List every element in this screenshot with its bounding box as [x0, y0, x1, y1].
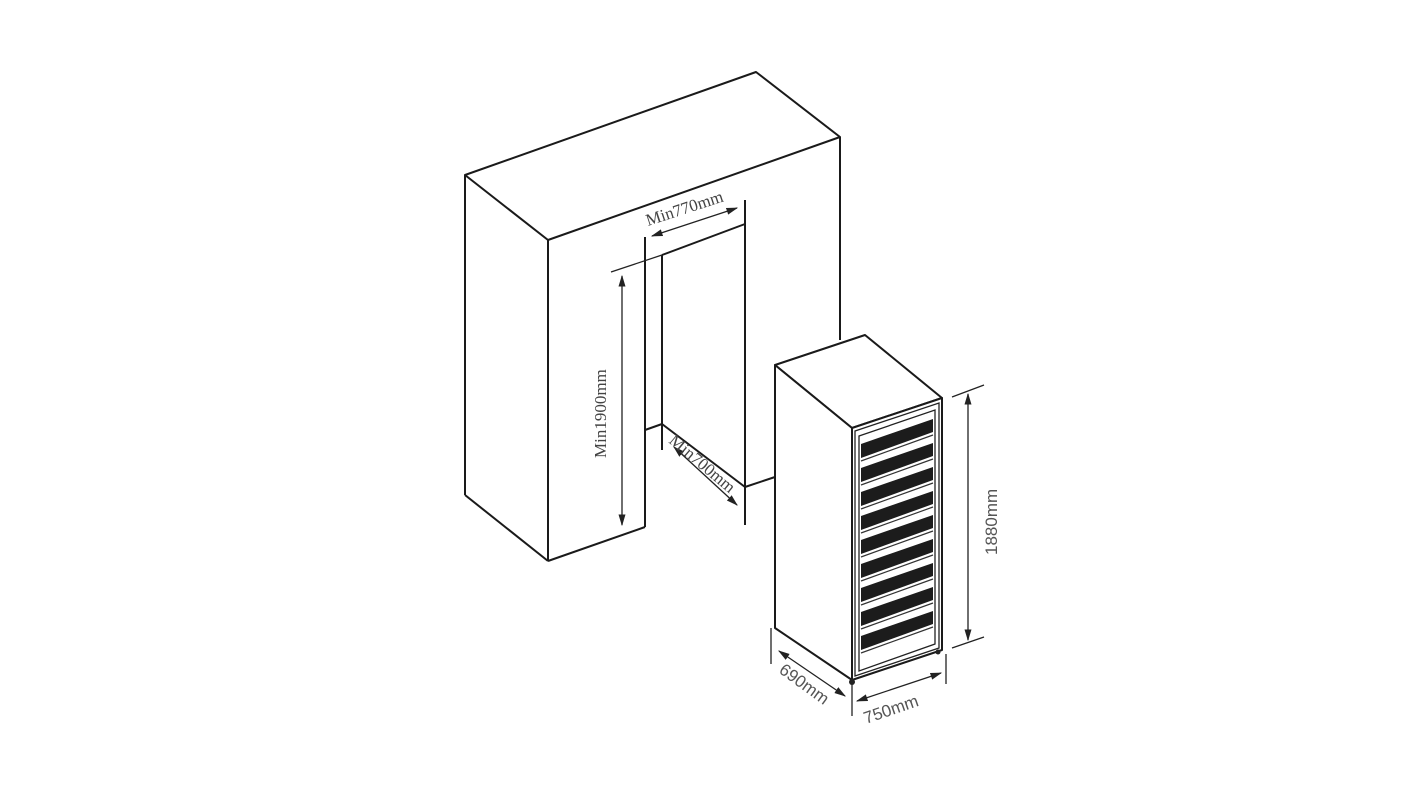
min-width-label: Min770mm [643, 187, 725, 230]
height-dimension: 1880mm [951, 384, 1001, 649]
shelf [861, 539, 933, 578]
shelf-rail [860, 626, 934, 654]
shelf [861, 563, 933, 602]
shelf [861, 443, 933, 482]
shelf [861, 515, 933, 554]
shelf-rail [860, 506, 934, 534]
min-depth-label: Min700mm [665, 431, 739, 497]
min-height-dimension: Min1900mm [591, 254, 663, 527]
shelf-rail [860, 602, 934, 630]
shelves [860, 419, 934, 654]
foot [849, 679, 855, 685]
shelf [861, 587, 933, 626]
shelf-rail [860, 554, 934, 582]
shelf-rail [860, 578, 934, 606]
shelf-rail [860, 458, 934, 486]
shelf-rail [860, 530, 934, 558]
depth-label: 690mm [776, 660, 833, 709]
foot [935, 649, 941, 655]
wine-cooler [774, 334, 943, 685]
shelf-rail [860, 482, 934, 510]
height-label: 1880mm [982, 489, 1001, 555]
cabinet-outline [464, 71, 841, 562]
min-width-dimension: Min770mm [643, 187, 739, 237]
min-depth-dimension: Min700mm [665, 431, 739, 506]
shelf [861, 419, 933, 458]
min-height-label: Min1900mm [591, 369, 610, 458]
shelf [861, 491, 933, 530]
shelf [861, 467, 933, 506]
shelf [861, 611, 933, 650]
shelf-rail [860, 434, 934, 462]
